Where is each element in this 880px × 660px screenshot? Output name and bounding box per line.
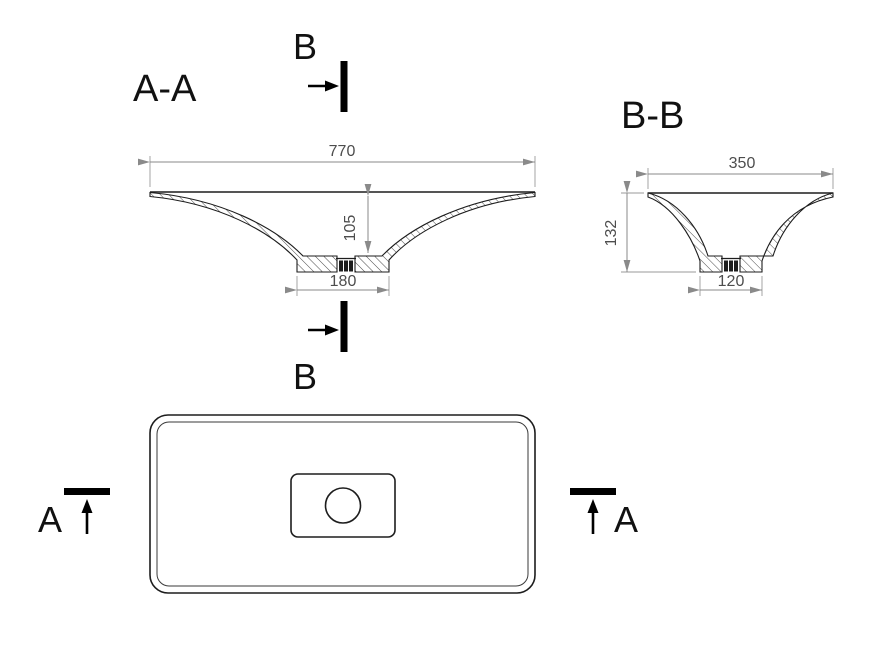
cut-marker-b-top-label: B xyxy=(293,26,317,67)
drain-fitting-bb xyxy=(721,257,741,272)
dimension-aa-depth: 105 xyxy=(342,184,372,253)
cut-bar-a-right xyxy=(570,488,616,495)
cut-bar-b-bottom xyxy=(340,301,348,352)
cut-marker-a-left-label: A xyxy=(38,499,62,540)
dim-text-770: 770 xyxy=(329,143,356,160)
dim-text-350: 350 xyxy=(729,155,756,172)
cut-bar-a-left xyxy=(64,488,110,495)
cut-marker-a-right: A xyxy=(570,488,638,540)
section-view-aa: A-A B 770 xyxy=(133,26,536,397)
cut-bar-b-top xyxy=(340,61,348,112)
drain-fitting-aa xyxy=(336,257,356,272)
section-view-bb: B-B 350 132 xyxy=(603,95,834,296)
basin-bb-right-wall xyxy=(739,192,834,273)
dimension-aa-width: 770 xyxy=(138,143,536,187)
drain-hole xyxy=(324,487,362,524)
basin-inner-rim-line xyxy=(156,421,529,587)
section-aa-label: A-A xyxy=(133,68,197,110)
cut-arrow-b-top-head xyxy=(325,80,339,92)
basin-aa-right-wall xyxy=(354,191,536,273)
cut-marker-a-left: A xyxy=(38,488,110,540)
section-bb-label: B-B xyxy=(621,95,684,137)
dim-text-120: 120 xyxy=(718,273,745,290)
dim-text-105: 105 xyxy=(342,215,359,242)
basin-aa-left-wall xyxy=(149,191,338,273)
dimension-aa-drain-width: 180 xyxy=(285,273,390,296)
cut-marker-a-right-label: A xyxy=(614,499,638,540)
basin-bb-left-wall xyxy=(647,192,723,273)
cut-arrow-a-left-head xyxy=(81,499,93,513)
basin-outer-outline xyxy=(149,414,536,594)
dimension-bb-height: 132 xyxy=(603,181,696,273)
plan-view: A A xyxy=(38,414,638,594)
cut-marker-b-bottom: B xyxy=(293,301,348,397)
cut-arrow-b-bottom-head xyxy=(325,324,339,336)
basin-profile-aa xyxy=(149,191,536,273)
cut-arrow-a-right-head xyxy=(587,499,599,513)
drain-recess-outline xyxy=(290,473,396,538)
dim-text-180: 180 xyxy=(330,273,357,290)
dimension-bb-width: 350 xyxy=(636,155,834,189)
cut-marker-b-bottom-label: B xyxy=(293,356,317,397)
dimension-bb-drain-width: 120 xyxy=(688,273,763,296)
dim-text-132: 132 xyxy=(603,220,620,247)
basin-profile-bb xyxy=(647,192,834,273)
cut-marker-b-top: B xyxy=(293,26,348,112)
